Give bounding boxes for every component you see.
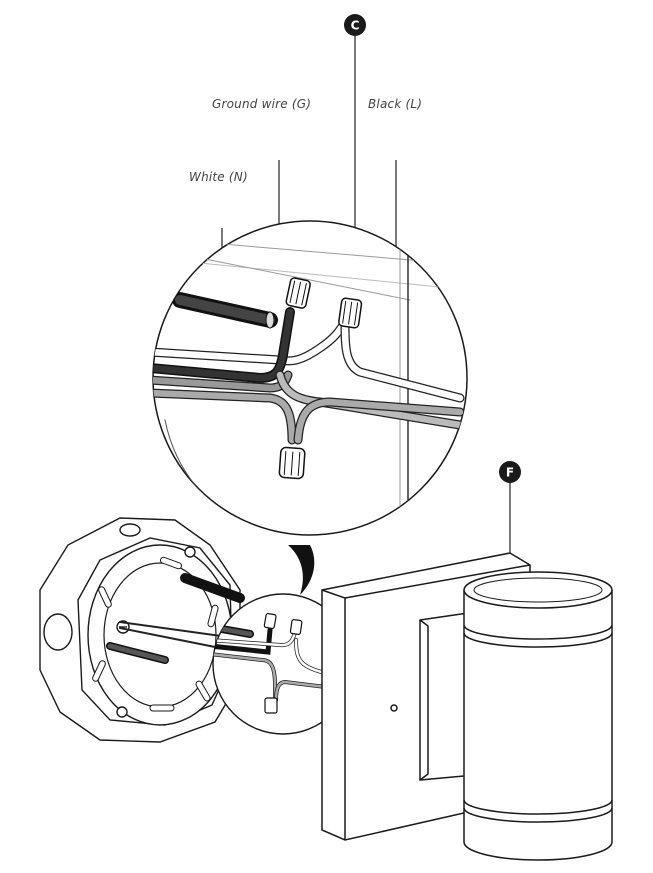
junction-box	[39, 517, 241, 743]
badge-connector: C	[344, 14, 366, 36]
label-black-wire: Black (L)	[368, 97, 422, 111]
wire-nut-ground	[285, 277, 311, 309]
zoom-pointer	[288, 545, 315, 595]
badge-fixture: F	[499, 461, 521, 483]
wire-nut-black	[338, 297, 363, 329]
label-white-wire: White (N)	[189, 170, 248, 184]
badge-fixture-letter: F	[506, 466, 514, 480]
magnified-detail	[152, 220, 468, 536]
badge-connector-letter: C	[351, 19, 360, 33]
wall-light-fixture	[321, 552, 613, 861]
label-ground-wire: Ground wire (G)	[212, 97, 311, 111]
threaded-stud	[172, 292, 278, 329]
wire-nut-white	[278, 446, 306, 480]
